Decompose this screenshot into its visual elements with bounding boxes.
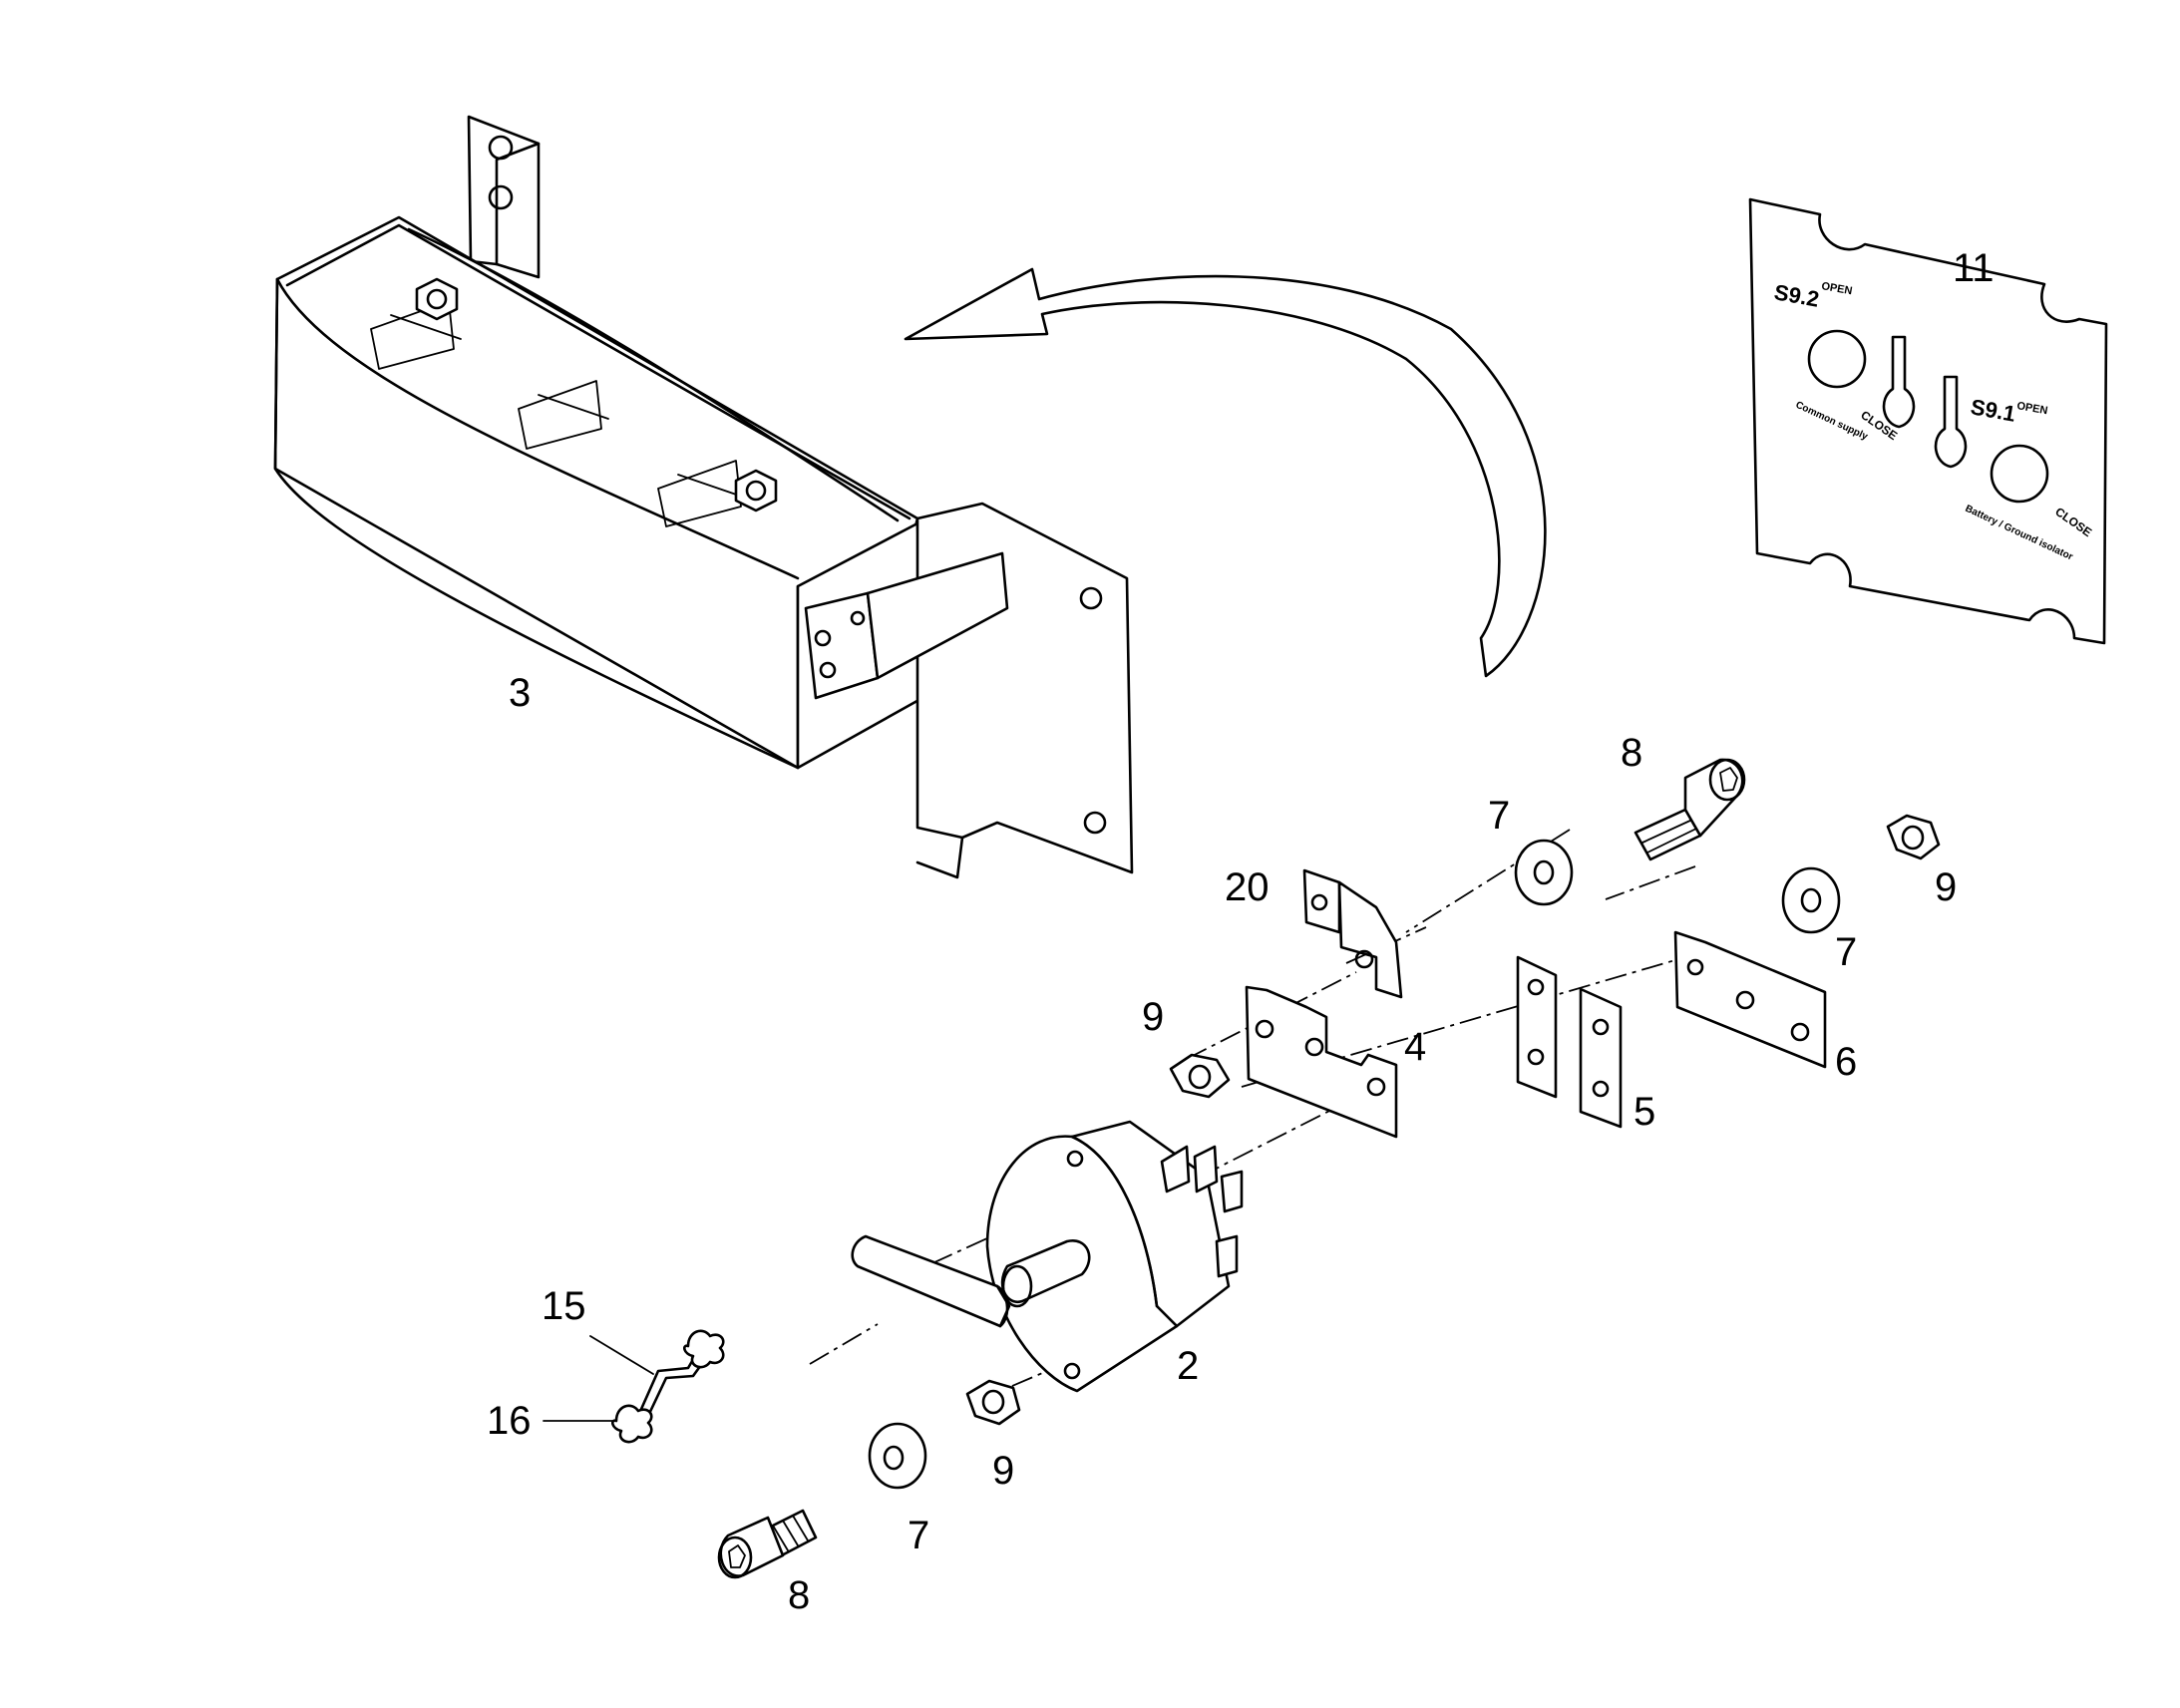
- assembly-axis-lines: [809, 829, 1696, 1402]
- part-7-washer-bottom: [868, 1422, 927, 1490]
- callout-4: 4: [1404, 1025, 1426, 1069]
- part-7-washer-right: [1781, 866, 1841, 934]
- part-2-isolator-switch: [851, 1120, 1244, 1393]
- callout-7-top: 7: [1488, 794, 1510, 838]
- callout-9-bottom: 9: [992, 1449, 1014, 1493]
- part-7-washer-top: [1514, 839, 1574, 906]
- part-9-nut-bottom: [965, 1379, 1021, 1426]
- callout-6: 6: [1835, 1040, 1857, 1084]
- callout-2: 2: [1177, 1344, 1199, 1388]
- callout-8-top: 8: [1621, 731, 1642, 775]
- part-8-screw-bottom: [717, 1509, 818, 1579]
- callout-labels: 3 11 8 7 20 9 7 9 4 6 5 2 15 16 9 7 8: [487, 246, 1995, 1617]
- callout-9-right: 9: [1935, 865, 1957, 909]
- part-11-label-plate: S9.2 OPEN CLOSE Common supply S9.1 OPEN …: [1748, 197, 2108, 645]
- callout-15: 15: [542, 1284, 586, 1328]
- callout-8-bottom: 8: [788, 1573, 810, 1617]
- part-4-strap: [1245, 985, 1398, 1139]
- callout-7-right: 7: [1835, 930, 1857, 974]
- part-3-enclosure: [273, 115, 1134, 879]
- callout-7-bottom: 7: [908, 1514, 929, 1557]
- part-6-flat-strap: [1673, 930, 1827, 1069]
- part-15-16-wire-link: [611, 1329, 725, 1444]
- callout-20: 20: [1225, 865, 1270, 909]
- part-8-screw-top: [1634, 758, 1746, 861]
- part-9-nut-left: [1169, 1053, 1231, 1099]
- callout-3: 3: [509, 671, 531, 715]
- callout-11: 11: [1953, 246, 1995, 290]
- part-20-bracket: [1302, 868, 1403, 999]
- callout-5: 5: [1634, 1090, 1655, 1134]
- part-9-nut-right: [1886, 814, 1941, 860]
- callout-16: 16: [487, 1399, 532, 1443]
- part-5-link-bars: [1516, 955, 1623, 1129]
- callout-9-left: 9: [1142, 995, 1164, 1039]
- assembly-arrow: [904, 267, 1547, 678]
- leader-lines: [543, 1335, 654, 1422]
- plate-label-open-left: OPEN: [1820, 280, 1853, 297]
- plate-label-open-right: OPEN: [2015, 400, 2048, 417]
